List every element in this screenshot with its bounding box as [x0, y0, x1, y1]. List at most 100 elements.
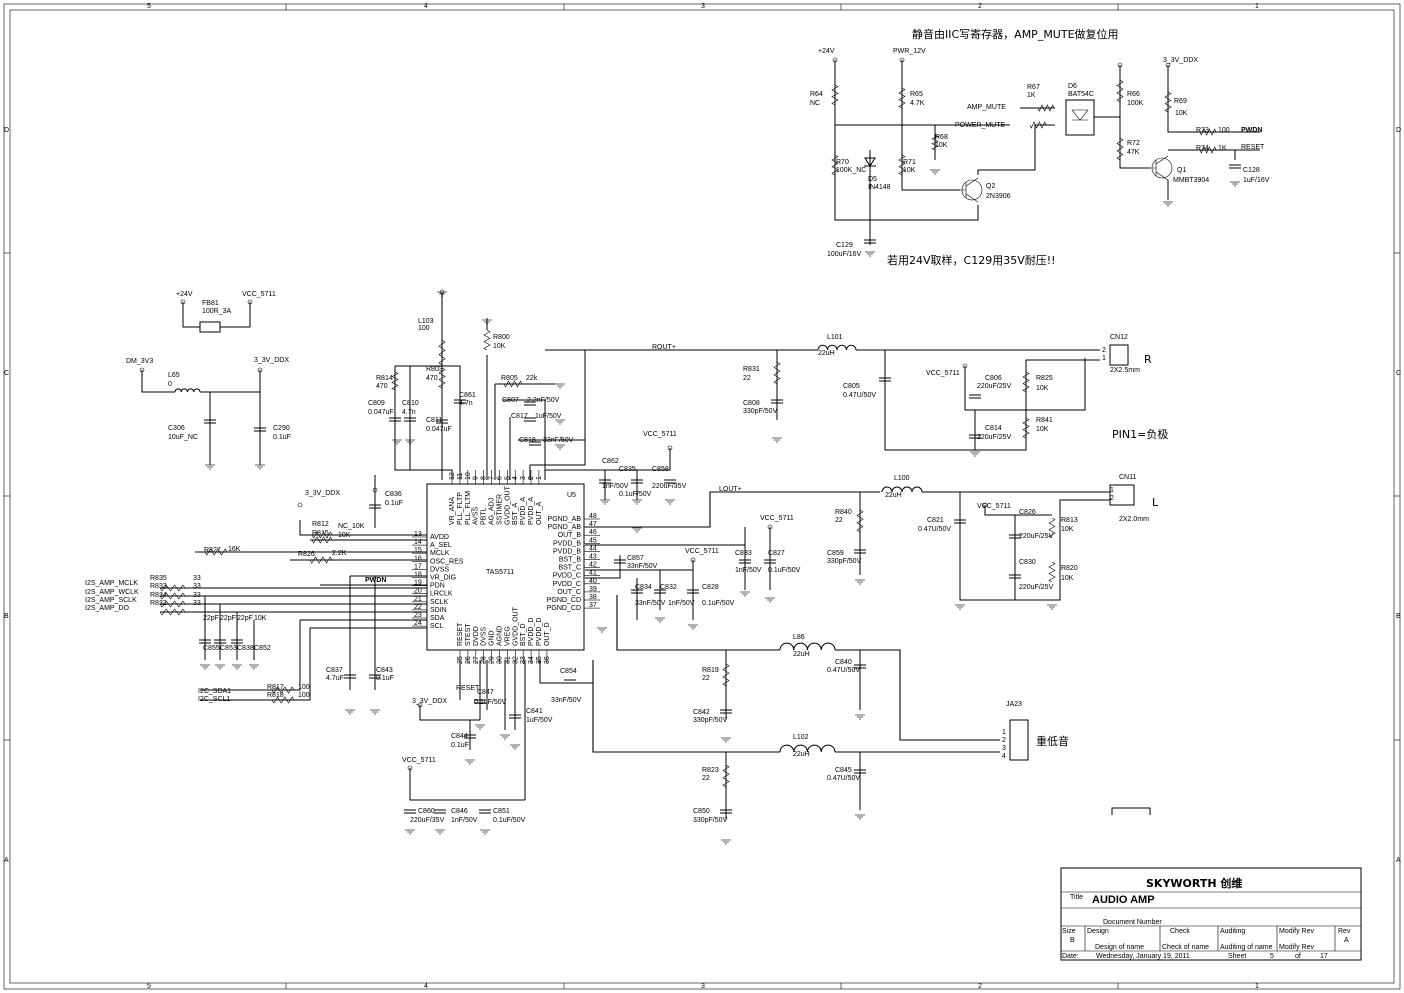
power-node-icon [417, 702, 423, 708]
ic-pin-number: 38 [589, 594, 597, 601]
diode-icon [1071, 109, 1089, 121]
resistor-icon [1037, 104, 1055, 112]
component-label: 100 [298, 684, 310, 691]
ic-pin-name: A_SEL [430, 542, 452, 549]
ic-pin-number: 7 [489, 476, 496, 480]
component-label: C818 [519, 437, 536, 444]
component-label: C853 [220, 645, 237, 652]
svg-text:1: 1 [1002, 729, 1006, 736]
ic-pin-number: 3 [520, 476, 527, 480]
component-label: R835 [150, 575, 167, 582]
ic-pin-name: AGND [497, 626, 504, 646]
component-label: 470 [376, 383, 388, 390]
component-label: C814 [985, 425, 1002, 432]
component-label: 0.47U/50V [827, 775, 860, 782]
resistor-icon [438, 367, 446, 389]
component-label: 220uF/25V [977, 383, 1012, 390]
component-label: 16K [228, 546, 241, 553]
component-label: VCC_5711 [643, 431, 677, 438]
docnum-label: Document Number [1103, 919, 1162, 926]
resistor-icon [1048, 517, 1056, 539]
power-node-icon [767, 524, 773, 530]
component-label: R64 [810, 91, 823, 98]
component-label: 4.7n [402, 409, 416, 416]
component-label: 10K [903, 167, 916, 174]
component-label: 4.7n [459, 400, 473, 407]
component-label: C835 [619, 466, 636, 473]
ic-part: TAS5711 [486, 569, 514, 576]
ic-pin-number: 21 [414, 596, 422, 603]
component-label: CN11 [1119, 474, 1136, 481]
component-label: R831 [743, 366, 760, 373]
ic-pin-name: AVSS [473, 507, 480, 525]
component-label: 1K [1218, 145, 1227, 152]
resistor-icon [898, 154, 906, 176]
component-label: C817 [511, 413, 528, 420]
component-label: 4.7K [910, 100, 925, 107]
component-label: NC [810, 100, 820, 107]
component-label: 10K [254, 615, 267, 622]
resistor-icon [1116, 137, 1124, 161]
svg-text:3: 3 [1002, 745, 1006, 752]
border-row-right: B [1396, 613, 1401, 620]
component-label: 10K [1036, 385, 1049, 392]
component-label: R826 [298, 551, 315, 558]
component-label: 2.2nF/50V [527, 397, 560, 404]
component-label: C862 [602, 458, 619, 465]
ic-pins-bottom: 25RESET26STEST27DVDD28DVSS29GND30AGND31V… [457, 606, 551, 664]
component-label: VCC_5711 [926, 370, 960, 377]
component-label: R68 [935, 134, 948, 141]
component-label: 2X2.0mm [1119, 516, 1149, 523]
component-label: 0.1uF [273, 434, 291, 441]
component-label: 0.47U/50V [918, 526, 951, 533]
component-label: C851 [493, 808, 510, 815]
component-label: C129 [836, 242, 853, 249]
component-label: C843 [376, 667, 393, 674]
ic-pin-name: PVDD_D [536, 618, 543, 646]
svg-text:1: 1 [1110, 487, 1114, 494]
ic-pin-name: SCL [430, 623, 444, 630]
component-label: 1nF/50V [668, 600, 695, 607]
component-label: FB81 [202, 300, 219, 307]
ic-pin-name: MCLK [430, 550, 450, 557]
resistor-icon [1164, 91, 1172, 113]
component-label: C857 [627, 555, 644, 562]
component-label: 10K [338, 532, 351, 539]
svg-text:1: 1 [1102, 355, 1106, 362]
component-label: C852 [254, 645, 271, 652]
component-label: LOUT+ [719, 486, 742, 493]
border-col-bottom: 5 [147, 983, 151, 990]
title-block: SKYWORTH 创维 Title AUDIO AMP Document Num… [1060, 867, 1362, 961]
ic-pin-name: SSTIMER [496, 494, 503, 525]
component-label: 10K [1061, 575, 1074, 582]
power-node-icon [1165, 62, 1171, 68]
ic-pin-number: 5 [504, 476, 511, 480]
component-label: 22 [743, 375, 751, 382]
ic-pin-number: 33 [520, 656, 527, 664]
connector-cn12: 21 [1102, 344, 1129, 366]
ic-pin-number: 1 [536, 476, 543, 480]
ic-pin-number: 10 [465, 472, 472, 480]
ic-pin-number: 31 [504, 656, 511, 664]
ic-pin-number: 29 [489, 656, 496, 664]
component-label: C832 [660, 584, 677, 591]
resistor-icon [1048, 561, 1056, 583]
component-label: L65 [168, 372, 180, 379]
ic-pin-name: PGND_CD [547, 597, 581, 604]
component-label: C854 [560, 668, 577, 675]
border-col-bottom: 4 [424, 983, 428, 990]
component-label: 33 [193, 592, 201, 599]
border-row-left: B [4, 613, 9, 620]
ic-pin-name: LRCLK [430, 591, 453, 598]
component-label: C830 [1019, 559, 1036, 566]
component-label: 22 [702, 775, 710, 782]
ic-pin-number: 17 [414, 563, 422, 570]
inductor-icon [881, 486, 923, 493]
mounting-mark [1111, 807, 1151, 815]
power-node-icon [667, 445, 673, 451]
component-label: R69 [1174, 98, 1187, 105]
note-left-channel: L [1152, 496, 1159, 509]
component-label: C833 [735, 550, 752, 557]
power-node-icon [832, 57, 838, 63]
